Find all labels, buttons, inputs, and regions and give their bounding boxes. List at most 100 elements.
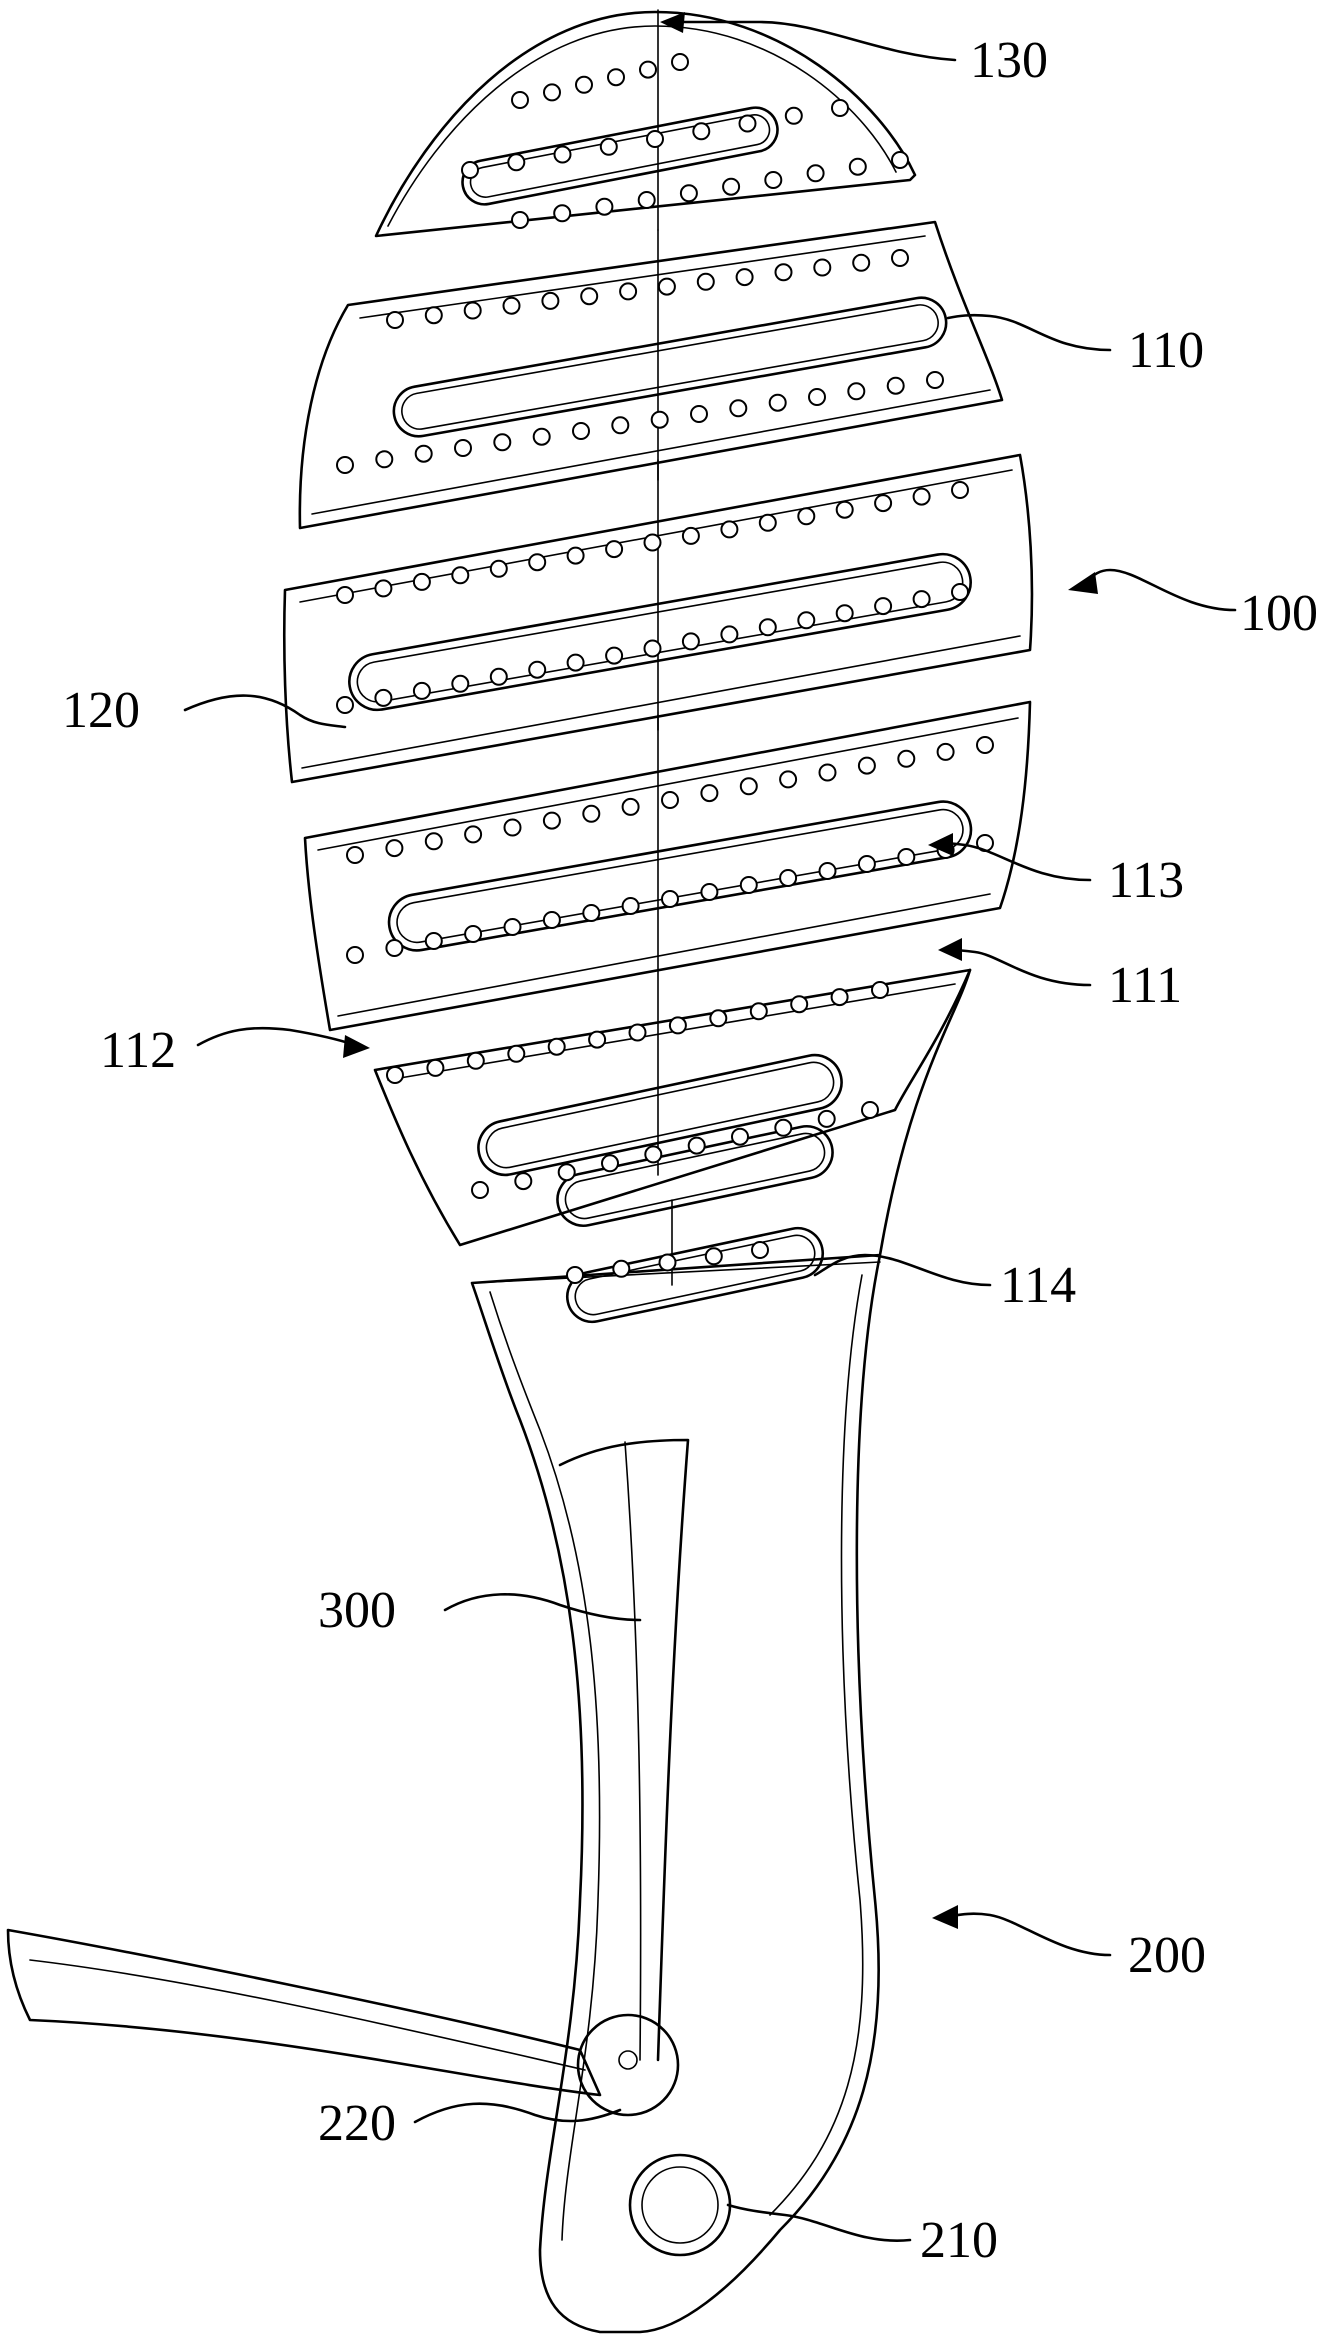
bristle-hole <box>888 378 904 394</box>
bristle-hole <box>583 905 599 921</box>
bristle-hole <box>660 1255 676 1271</box>
bristle-hole <box>776 264 792 280</box>
bristle-hole <box>606 541 622 557</box>
bristle-hole <box>683 528 699 544</box>
segment-110 <box>300 222 1002 528</box>
bristle-hole <box>465 303 481 319</box>
bristle-hole <box>832 989 848 1005</box>
bristle-hole <box>426 933 442 949</box>
bristle-hole <box>780 771 796 787</box>
bristle-hole <box>465 926 481 942</box>
bristle-hole <box>819 1111 835 1127</box>
bristle-hole <box>426 833 442 849</box>
bristle-hole <box>914 591 930 607</box>
bristle-hole <box>706 1248 722 1264</box>
label-220: 220 <box>318 2095 396 2152</box>
bristle-hole <box>693 123 709 139</box>
label-200: 200 <box>1128 1927 1206 1984</box>
bristle-hole <box>875 495 891 511</box>
bristle-hole <box>387 312 403 328</box>
bristle-hole <box>554 205 570 221</box>
bristle-hole <box>645 1146 661 1162</box>
bristle-hole <box>765 172 781 188</box>
bristle-hole <box>559 1164 575 1180</box>
bristle-hole <box>952 482 968 498</box>
bristle-hole <box>691 406 707 422</box>
lever-300 <box>8 1440 688 2095</box>
bristle-hole <box>820 765 836 781</box>
bristle-hole <box>837 605 853 621</box>
bristle-hole <box>775 1120 791 1136</box>
label-300: 300 <box>318 1582 396 1639</box>
bristle-hole <box>832 100 848 116</box>
bristle-hole <box>786 108 802 124</box>
bristle-hole <box>741 877 757 893</box>
bristle-hole <box>640 62 656 78</box>
bristle-hole <box>850 159 866 175</box>
bristle-hole <box>645 641 661 657</box>
bristle-hole <box>630 1025 646 1041</box>
bristle-hole <box>568 655 584 671</box>
bristle-hole <box>760 619 776 635</box>
bristle-hole <box>898 751 914 767</box>
bristle-hole <box>608 69 624 85</box>
bristle-hole <box>652 412 668 428</box>
bristle-hole <box>544 84 560 100</box>
bristle-hole <box>491 561 507 577</box>
bristle-hole <box>491 669 507 685</box>
bristle-hole <box>386 840 402 856</box>
label-110: 110 <box>1128 322 1204 379</box>
bristle-hole <box>681 185 697 201</box>
bristle-hole <box>952 584 968 600</box>
bristle-hole <box>620 283 636 299</box>
label-100: 100 <box>1240 585 1318 642</box>
bristle-hole <box>612 417 628 433</box>
bristle-hole <box>820 863 836 879</box>
bristle-hole <box>814 260 830 276</box>
bristle-hole <box>752 1242 768 1258</box>
bristle-hole <box>662 891 678 907</box>
label-120: 120 <box>62 682 140 739</box>
bristle-hole <box>337 697 353 713</box>
bristle-hole <box>606 648 622 664</box>
bristle-hole <box>508 1046 524 1062</box>
bristle-hole <box>613 1261 629 1277</box>
bristle-hole <box>898 849 914 865</box>
bristle-hole <box>583 806 599 822</box>
bristle-hole <box>544 912 560 928</box>
bristle-hole <box>683 633 699 649</box>
label-130: 130 <box>970 32 1048 89</box>
bristle-hole <box>723 179 739 195</box>
bristle-hole <box>721 626 737 642</box>
bristle-hole <box>892 250 908 266</box>
bristle-hole <box>581 288 597 304</box>
bristle-hole <box>701 884 717 900</box>
bristle-hole <box>662 792 678 808</box>
bristle-hole <box>741 778 757 794</box>
bristle-hole <box>740 116 756 132</box>
bristle-hole <box>809 389 825 405</box>
segment-113 <box>305 702 1030 1030</box>
bristle-hole <box>337 587 353 603</box>
bristle-hole <box>770 395 786 411</box>
bristle-hole <box>549 1039 565 1055</box>
bristle-hole <box>848 383 864 399</box>
bristle-hole <box>645 535 661 551</box>
bristle-hole <box>732 1129 748 1145</box>
bristle-hole <box>462 162 478 178</box>
bristle-hole <box>465 826 481 842</box>
bristle-hole <box>837 502 853 518</box>
bristle-hole <box>751 1003 767 1019</box>
bristle-hole <box>737 269 753 285</box>
bristle-hole <box>567 1267 583 1283</box>
bristle-hole <box>670 1017 686 1033</box>
label-111: 111 <box>1108 957 1182 1014</box>
bristle-hole <box>512 212 528 228</box>
bristle-hole <box>387 1067 403 1083</box>
bristle-hole <box>337 457 353 473</box>
bristle-hole <box>542 293 558 309</box>
bristle-hole <box>872 982 888 998</box>
bristle-hole <box>862 1102 878 1118</box>
